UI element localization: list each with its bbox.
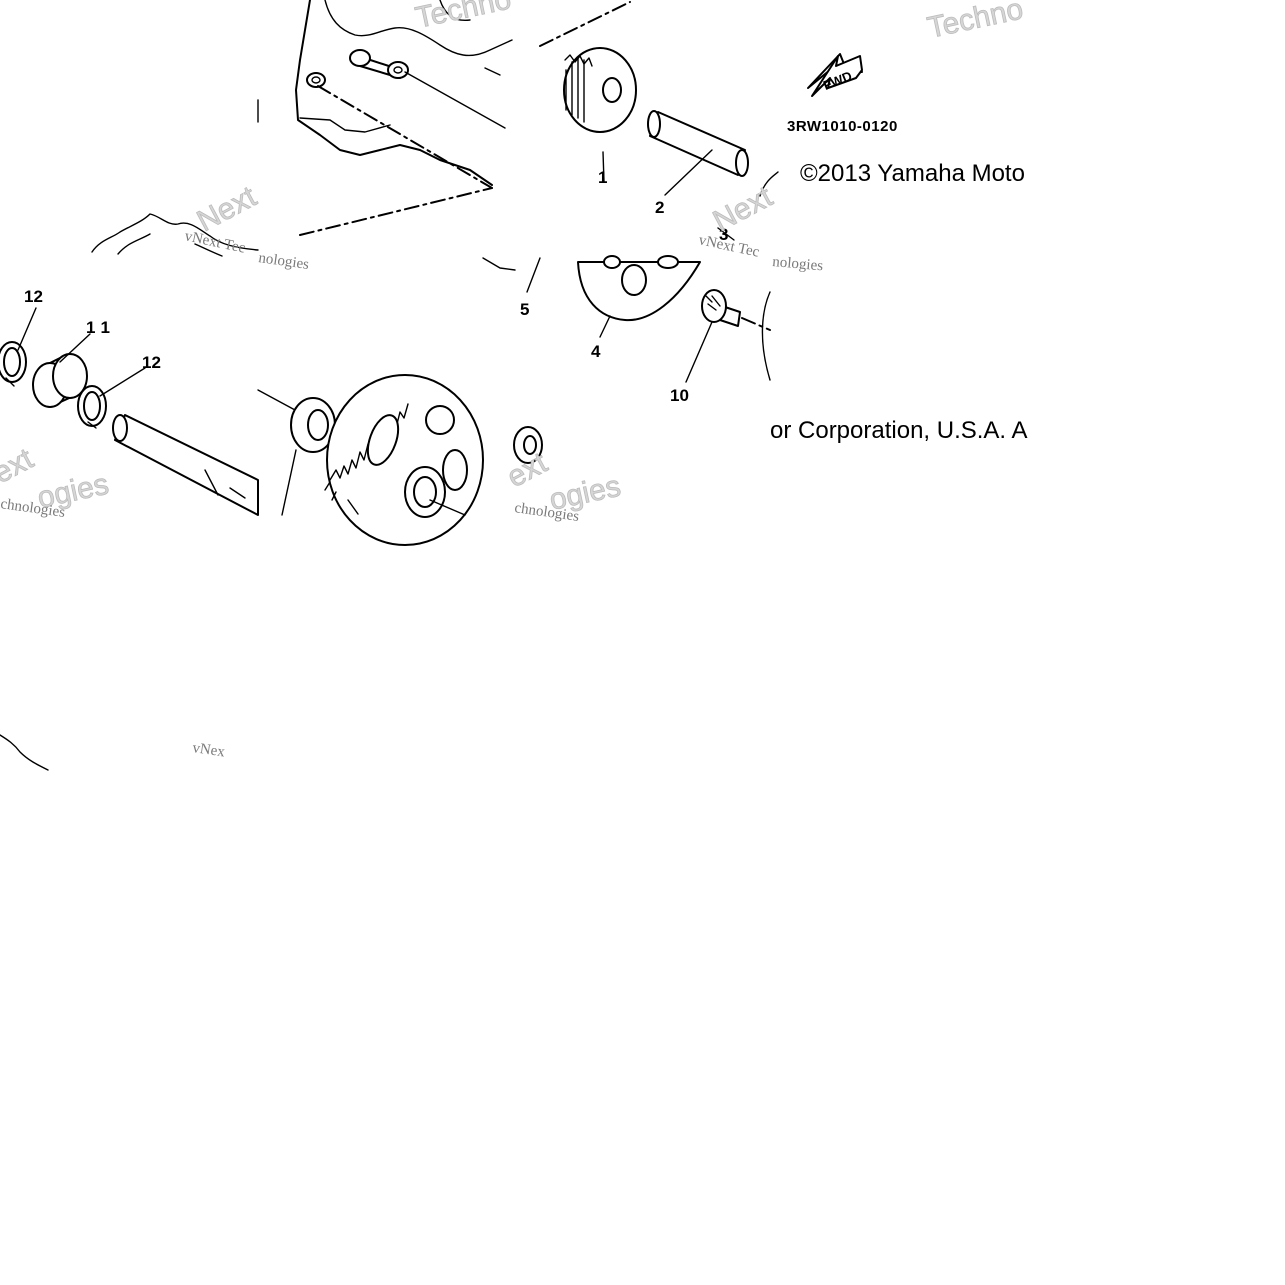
- left-case-fragment: [91, 213, 259, 257]
- callout-12-right: 12: [142, 353, 161, 372]
- watermark-techno-right: Techno: [925, 0, 1026, 45]
- callouts: 1 2 3 4 5 10 11 12 12: [24, 168, 728, 405]
- watermark-small-2: nologies: [257, 250, 310, 273]
- bottom-left-fragment: [0, 734, 49, 771]
- callout-1: 1: [598, 168, 607, 187]
- callout-2: 2: [655, 198, 664, 217]
- callout-12-left: 12: [24, 287, 43, 306]
- drive-plate-and-bolt: [482, 255, 771, 383]
- crankcase-section: [257, 0, 513, 236]
- watermark-techno-top: Techno: [413, 0, 514, 35]
- watermark-vnext-3: ext: [0, 442, 39, 490]
- large-gear-assembly: [257, 374, 484, 546]
- callout-10: 10: [670, 386, 689, 405]
- small-washer: [513, 426, 543, 464]
- callout-4: 4: [591, 342, 601, 361]
- watermark-vnext-1: Next: [192, 180, 263, 238]
- watermarks: Techno Techno Next vNext Tec nologies Ne…: [0, 0, 1026, 761]
- drawing-number: 3RW1010-0120: [787, 118, 898, 135]
- idle-gear-and-shaft: [539, 1, 779, 241]
- copyright-part1: ©2013 Yamaha Moto: [800, 160, 1025, 187]
- watermark-small-4: nologies: [772, 254, 824, 274]
- callout-11: 11: [86, 318, 116, 337]
- callout-5: 5: [520, 300, 529, 319]
- watermark-small-7: vNex: [191, 740, 226, 760]
- watermark-vnext-4: ext: [502, 446, 553, 494]
- watermark-vnext-2: Next: [708, 180, 779, 238]
- copyright-part2: or Corporation, U.S.A. A: [770, 417, 1027, 444]
- direction-indicator: FWD: [807, 53, 863, 97]
- shaft-assembly: [0, 307, 259, 516]
- callout-3: 3: [719, 225, 728, 244]
